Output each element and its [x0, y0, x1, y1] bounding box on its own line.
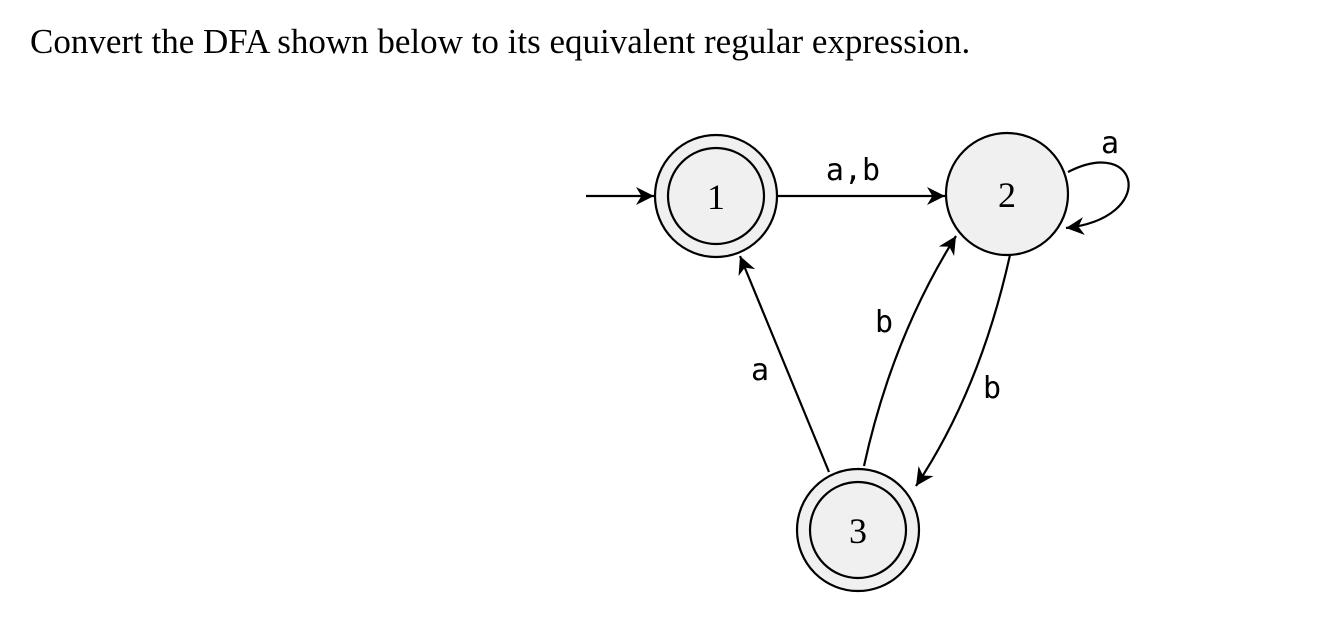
transition-3-to-2: [862, 235, 957, 467]
state-2-ring: [944, 131, 1070, 257]
transition-2-self-loop: [1065, 161, 1130, 235]
state-3: 3: [795, 467, 921, 593]
transition-3-to-2-label: b: [875, 305, 893, 340]
transition-2-self-loop-label: a: [1101, 126, 1119, 161]
state-1-inner-ring: [666, 146, 766, 246]
state-3-inner-ring: [808, 480, 908, 580]
question-text: Convert the DFA shown below to its equiv…: [30, 22, 971, 61]
transition-2-to-3: [915, 254, 1012, 487]
transition-3-to-1-label: a: [751, 353, 769, 388]
transition-2-to-3-label: b: [983, 371, 1001, 406]
state-2: 2: [944, 131, 1070, 257]
transition-1-to-2-label: a,b: [826, 153, 880, 188]
state-3-label: 3: [849, 511, 867, 551]
state-1: 1: [653, 133, 779, 259]
state-2-label: 2: [998, 175, 1016, 215]
state-1-label: 1: [707, 177, 725, 217]
transition-3-to-1: [738, 255, 831, 473]
